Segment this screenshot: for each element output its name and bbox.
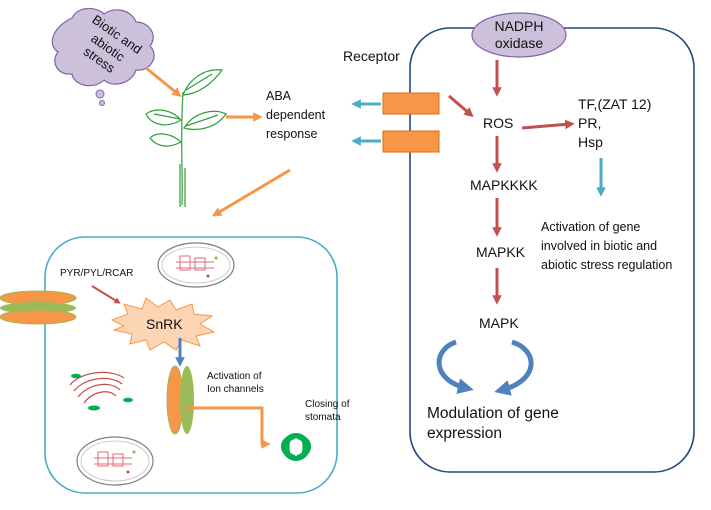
tf-label-line1: TF,(ZAT 12): [578, 96, 652, 112]
activation-gene-line1: Activation of gene: [541, 220, 641, 234]
golgi-icon: [69, 371, 133, 411]
stress-cloud: [51, 7, 155, 106]
receptor-lower: [382, 130, 440, 153]
modulation-label-line2: expression: [427, 425, 502, 442]
tf-label-line2: PR,: [578, 115, 602, 131]
mapk-label: MAPK: [479, 315, 519, 331]
ion-channels-line1: Activation of: [207, 371, 262, 382]
ros-label: ROS: [483, 115, 514, 131]
arrow-pyr-to-snrk: [91, 285, 121, 304]
nadph-oxidase-ellipse: [471, 12, 567, 58]
snrk-label: SnRK: [146, 316, 183, 332]
activation-gene-line3: abiotic stress regulation: [541, 258, 673, 272]
nadph-label-line1: NADPH: [494, 18, 544, 34]
ion-channels-line2: Ion channels: [207, 384, 264, 395]
chloroplast-bottom-icon: [76, 436, 154, 486]
stomata-label: Closing of stomata: [305, 398, 349, 424]
aba-label-line2: dependent: [266, 108, 326, 122]
modulation-arrow-right: [494, 339, 534, 396]
stomata-line2: stomata: [305, 412, 341, 423]
tf-label-line3: Hsp: [578, 134, 603, 150]
mapkk-label: MAPKK: [476, 244, 526, 260]
stomata-line1: Closing of: [305, 399, 350, 410]
aba-label: ABA dependent response: [266, 87, 325, 144]
arrow-aba-to-cell: [211, 168, 291, 217]
arrow-ros-to-tf: [521, 119, 575, 130]
modulation-label-line1: Modulation of gene: [427, 405, 559, 422]
nadph-label: NADPH oxidase: [472, 18, 566, 52]
activation-gene-label: Activation of gene involved in biotic an…: [541, 218, 672, 275]
receptor-upper: [382, 92, 440, 115]
nadph-label-line2: oxidase: [494, 35, 544, 51]
modulation-label: Modulation of gene expression: [427, 404, 559, 444]
arrow-receptor-to-ros: [448, 94, 474, 118]
activation-gene-line2: involved in biotic and: [541, 239, 658, 253]
pyr-receptor-icon: [0, 290, 77, 325]
arrow-ion-to-stomata: [186, 406, 271, 449]
ion-channel-icon: [166, 365, 194, 435]
chloroplast-top-icon: [157, 242, 235, 288]
pyr-label: PYR/PYL/RCAR: [60, 268, 134, 279]
receptor-label: Receptor: [343, 48, 400, 64]
tf-label: TF,(ZAT 12) PR, Hsp: [578, 95, 651, 152]
left-cell-membrane: [44, 236, 338, 494]
aba-label-line3: response: [266, 127, 318, 141]
stomata-icon: [281, 433, 311, 461]
snrk-burst: [110, 297, 216, 351]
aba-label-line1: ABA: [266, 89, 292, 103]
ion-channels-label: Activation of Ion channels: [207, 370, 264, 396]
arrow-stress-to-plant: [145, 66, 182, 98]
modulation-arrow-left: [436, 339, 474, 394]
plant-icon: [145, 69, 227, 207]
mapkkkk-label: MAPKKKK: [470, 177, 538, 193]
